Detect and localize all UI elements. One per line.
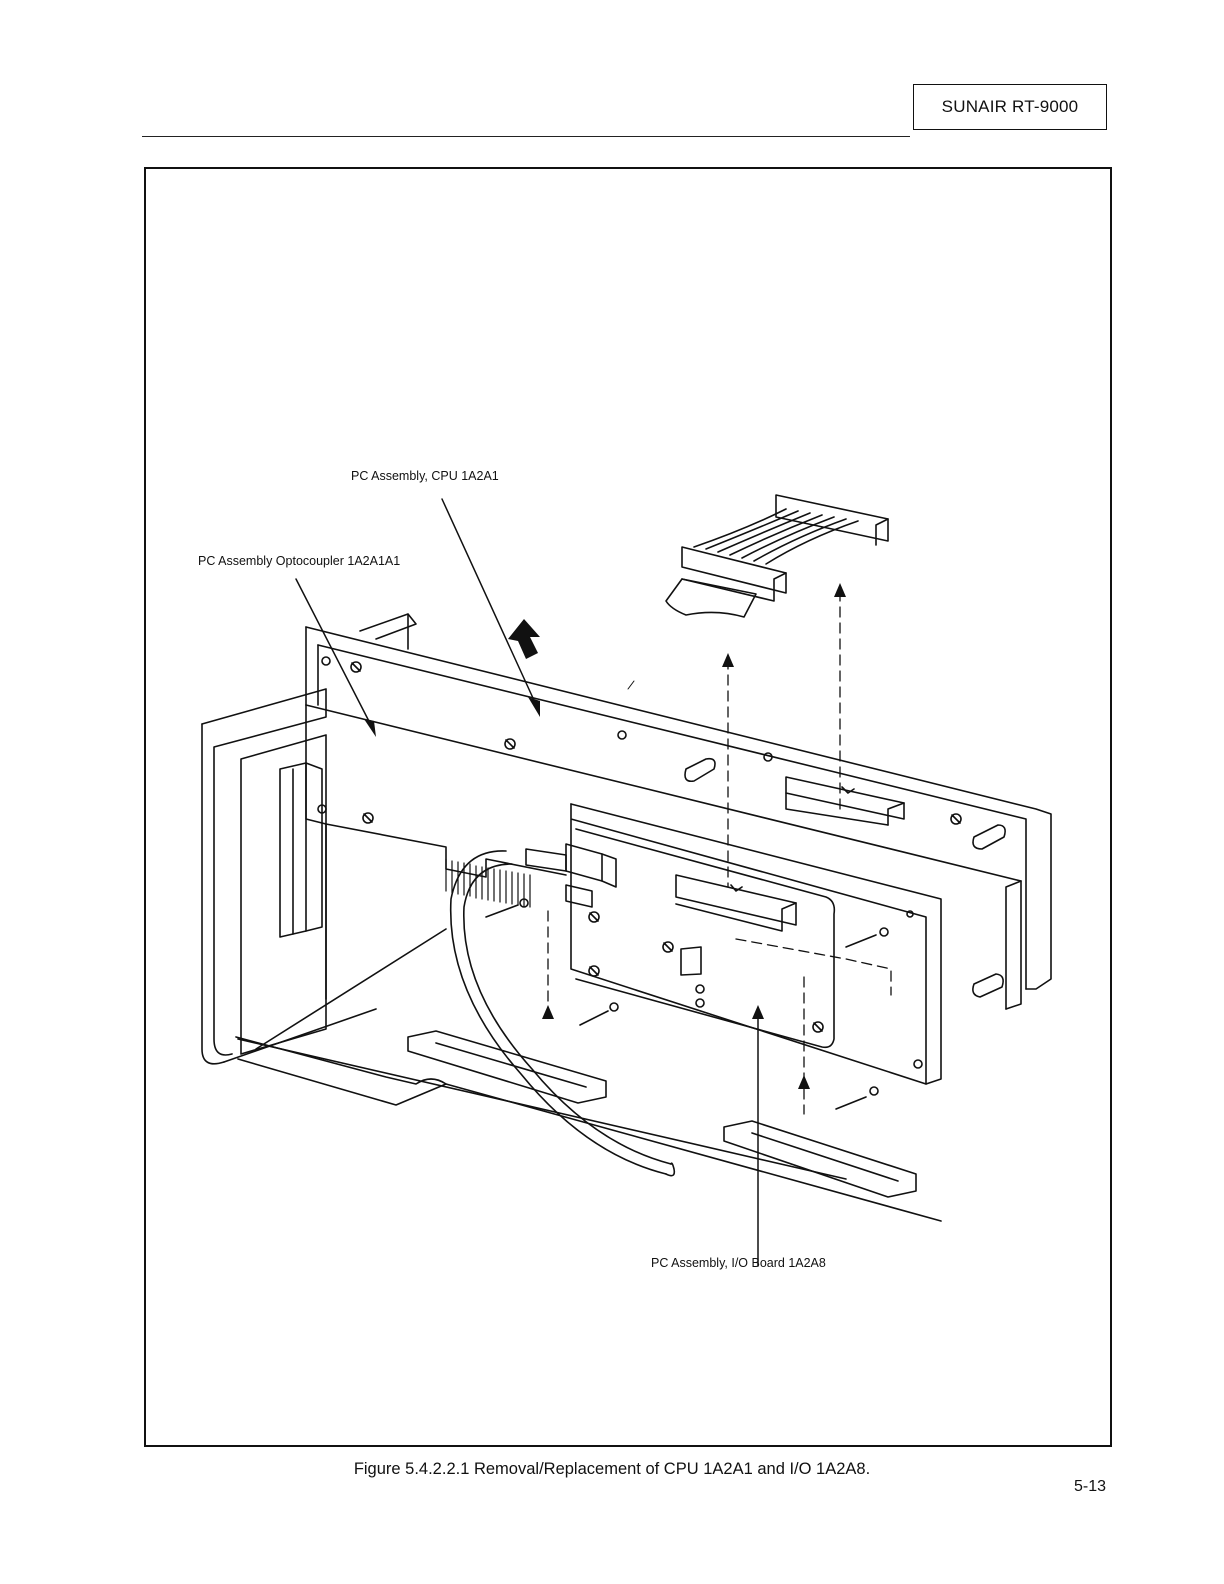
document-title-box: SUNAIR RT-9000	[913, 84, 1107, 130]
edge-fingers	[446, 859, 530, 907]
io-board	[571, 804, 941, 1084]
figure-frame: PC Assembly, CPU 1A2A1 PC Assembly Optoc…	[144, 167, 1112, 1447]
card-guide-left	[408, 1031, 606, 1103]
callout-cpu-assembly: PC Assembly, CPU 1A2A1	[351, 469, 499, 483]
page-number: 5-13	[1074, 1478, 1106, 1496]
callout-optocoupler-assembly: PC Assembly Optocoupler 1A2A1A1	[198, 554, 400, 568]
left-edge-connector	[280, 763, 322, 937]
rear-bracket	[360, 614, 416, 649]
header-rule	[142, 136, 910, 137]
fiber-optic-cable	[451, 844, 675, 1176]
exploded-assembly-drawing	[146, 169, 1110, 1445]
figure-caption: Figure 5.4.2.2.1 Removal/Replacement of …	[0, 1460, 1224, 1479]
cpu-board	[306, 627, 1051, 997]
chassis-side-wall	[202, 689, 326, 1064]
document-title: SUNAIR RT-9000	[942, 97, 1079, 117]
ribbon-cable	[666, 495, 888, 617]
callout-io-board-assembly: PC Assembly, I/O Board 1A2A8	[651, 1256, 826, 1270]
optocoupler-board	[306, 705, 1021, 1009]
card-guide-right	[724, 1121, 916, 1197]
